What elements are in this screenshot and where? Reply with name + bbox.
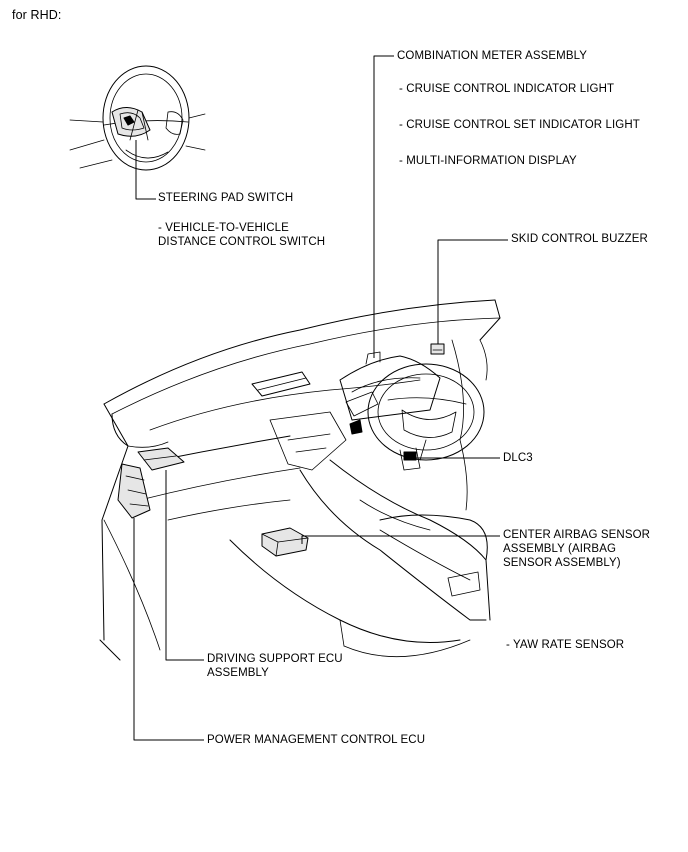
dlc3-label: DLC3 xyxy=(503,452,533,464)
v2v-switch-label: - VEHICLE-TO-VEHICLE DISTANCE CONTROL SW… xyxy=(158,222,326,248)
center-airbag-sensor-label: CENTER AIRBAG SENSOR ASSEMBLY (AIRBAG SE… xyxy=(503,529,651,569)
steering-pad-switch-label: STEERING PAD SWITCH xyxy=(158,192,294,204)
cruise-set-indicator-label: - CRUISE CONTROL SET INDICATOR LIGHT xyxy=(399,119,640,131)
power-management-ecu-label: POWER MANAGEMENT CONTROL ECU xyxy=(207,734,426,746)
skid-buzzer-label: SKID CONTROL BUZZER xyxy=(511,233,648,245)
multi-info-display-label: - MULTI-INFORMATION DISPLAY xyxy=(399,155,577,167)
leader-lines xyxy=(133,55,508,741)
variant-title: for RHD: xyxy=(12,8,62,22)
steering-wheel-inset xyxy=(69,65,206,171)
cruise-indicator-label: - CRUISE CONTROL INDICATOR LIGHT xyxy=(399,83,615,95)
yaw-rate-sensor-label: - YAW RATE SENSOR xyxy=(506,639,625,651)
driving-support-ecu-label: DRIVING SUPPORT ECU ASSEMBLY xyxy=(207,653,343,679)
combination-meter-label: COMBINATION METER ASSEMBLY xyxy=(397,50,588,62)
dashboard-drawing xyxy=(99,299,501,661)
